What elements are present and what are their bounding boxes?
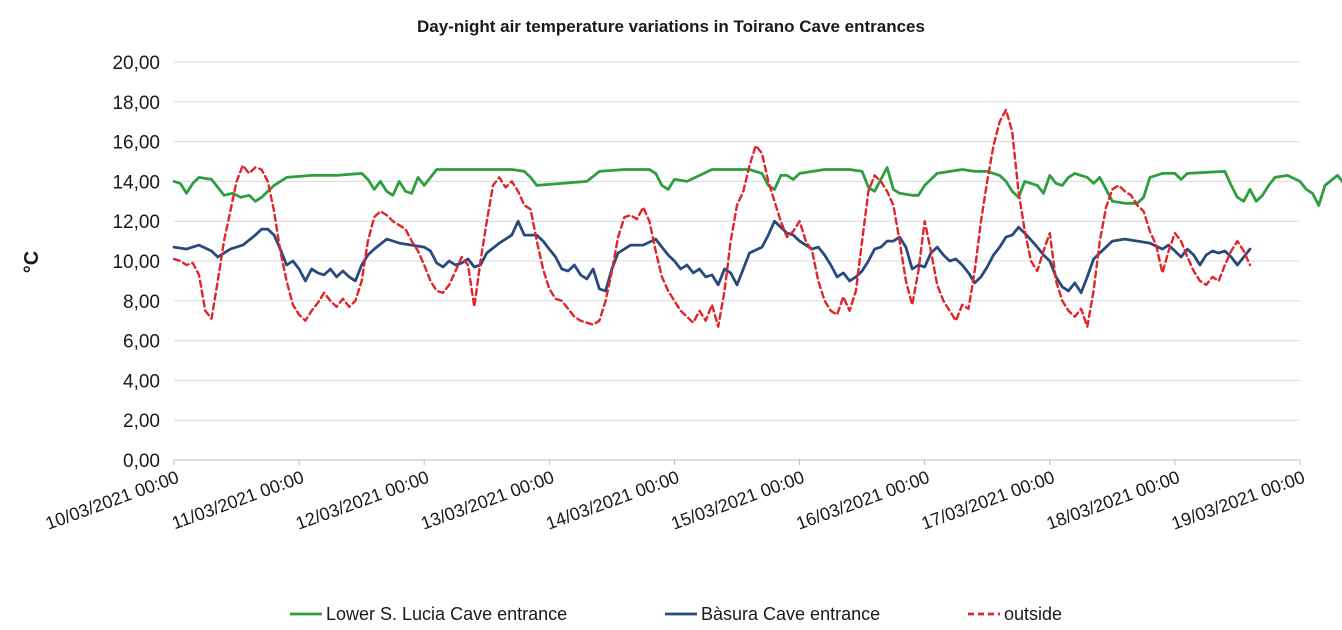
legend-label-2: outside [1004, 604, 1062, 624]
gridlines [174, 61, 1300, 461]
y-tick-label: 16,00 [112, 133, 160, 154]
y-axis-label: °C [21, 251, 43, 273]
series-lines [172, 108, 1342, 328]
x-tick-label: 10/03/2021 00:00 [43, 467, 182, 534]
series-line-0 [172, 166, 1342, 207]
y-tick-label: 6,00 [123, 332, 160, 353]
x-tick-label: 18/03/2021 00:00 [1044, 467, 1183, 534]
x-tick-label: 19/03/2021 00:00 [1169, 467, 1308, 534]
y-tick-label: 0,00 [123, 451, 160, 472]
x-tick-label: 14/03/2021 00:00 [543, 467, 682, 534]
chart-title: Day-night air temperature variations in … [417, 17, 925, 36]
y-tick-label: 20,00 [112, 53, 160, 74]
x-tick-label: 13/03/2021 00:00 [418, 467, 557, 534]
x-tick-label: 16/03/2021 00:00 [794, 467, 933, 534]
x-tick-label: 12/03/2021 00:00 [293, 467, 432, 534]
y-tick-label: 4,00 [123, 371, 160, 392]
y-tick-label: 12,00 [112, 212, 160, 233]
x-tick-label: 15/03/2021 00:00 [668, 467, 807, 534]
y-tick-label: 14,00 [112, 172, 160, 193]
series-line-2 [172, 108, 1252, 328]
series-line-1 [172, 219, 1252, 295]
y-axis-ticks: 0,00 2,00 4,00 6,00 8,00 10,00 12,00 14,00 16,00… [112, 53, 160, 472]
legend-label-0: Lower S. Lucia Cave entrance [326, 604, 567, 624]
y-tick-label: 2,00 [123, 411, 160, 432]
y-tick-label: 10,00 [112, 252, 160, 273]
x-tick-label: 17/03/2021 00:00 [919, 467, 1058, 534]
x-tick-label: 11/03/2021 00:00 [169, 467, 306, 533]
y-tick-label: 8,00 [123, 292, 160, 313]
legend-label-1: Bàsura Cave entrance [701, 604, 880, 624]
legend: Lower S. Lucia Cave entrance Bàsura Cave … [290, 604, 1062, 624]
y-tick-label: 18,00 [112, 93, 160, 114]
